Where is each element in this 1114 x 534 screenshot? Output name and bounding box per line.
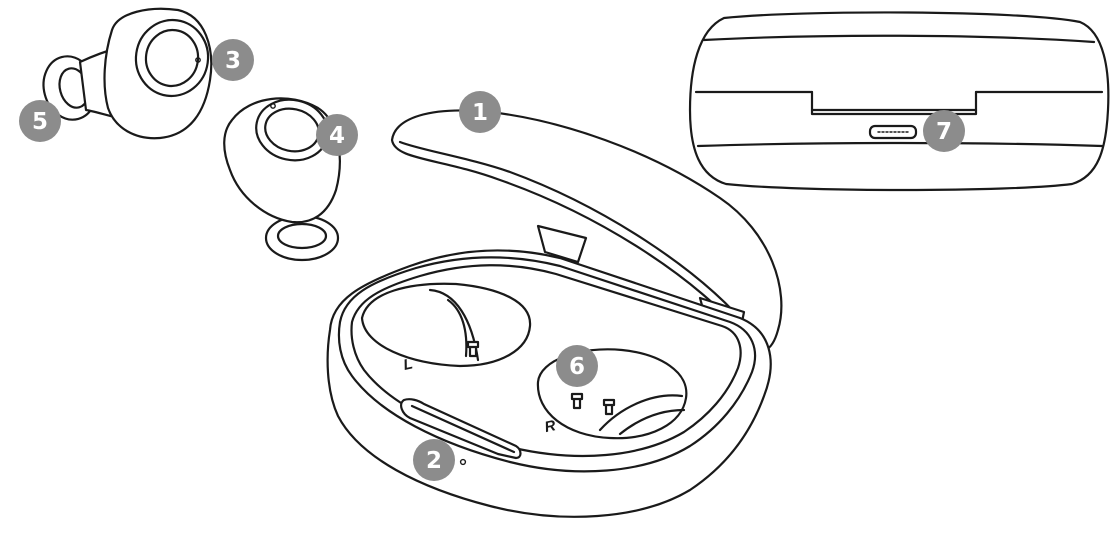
callout-badge-6-number: 6 bbox=[569, 354, 585, 380]
callout-badge-2-circle bbox=[413, 439, 455, 481]
callout-badge-5: 5 bbox=[19, 100, 61, 142]
callout-badge-3: 3 bbox=[212, 39, 254, 81]
callout-badge-6: 6 bbox=[556, 345, 598, 387]
usb-port-detail-inset bbox=[688, 11, 1110, 192]
callout-badge-7-circle bbox=[923, 110, 965, 152]
callout-badge-1-circle bbox=[459, 91, 501, 133]
callout-badge-7: 7 bbox=[923, 110, 965, 152]
callout-badge-5-number: 5 bbox=[32, 109, 48, 135]
callout-badge-3-number: 3 bbox=[225, 48, 241, 74]
left-slot-label: L bbox=[402, 355, 415, 374]
callout-badge-1: 1 bbox=[459, 91, 501, 133]
callout-badge-7-number: 7 bbox=[936, 119, 952, 145]
callout-badge-4: 4 bbox=[316, 114, 358, 156]
callout-badge-1-number: 1 bbox=[472, 100, 488, 126]
callout-badge-6-circle bbox=[556, 345, 598, 387]
callout-badge-4-number: 4 bbox=[329, 123, 345, 149]
earbud-right-illustration bbox=[42, 7, 213, 140]
callout-badge-5-circle bbox=[19, 100, 61, 142]
callout-badge-2-number: 2 bbox=[426, 448, 442, 474]
earbud-left-illustration bbox=[223, 97, 341, 262]
callout-badge-3-circle bbox=[212, 39, 254, 81]
right-slot-label: R bbox=[543, 417, 557, 436]
callout-badge-4-circle bbox=[316, 114, 358, 156]
callout-badge-2: 2 bbox=[413, 439, 455, 481]
charging-case-illustration bbox=[326, 109, 783, 518]
